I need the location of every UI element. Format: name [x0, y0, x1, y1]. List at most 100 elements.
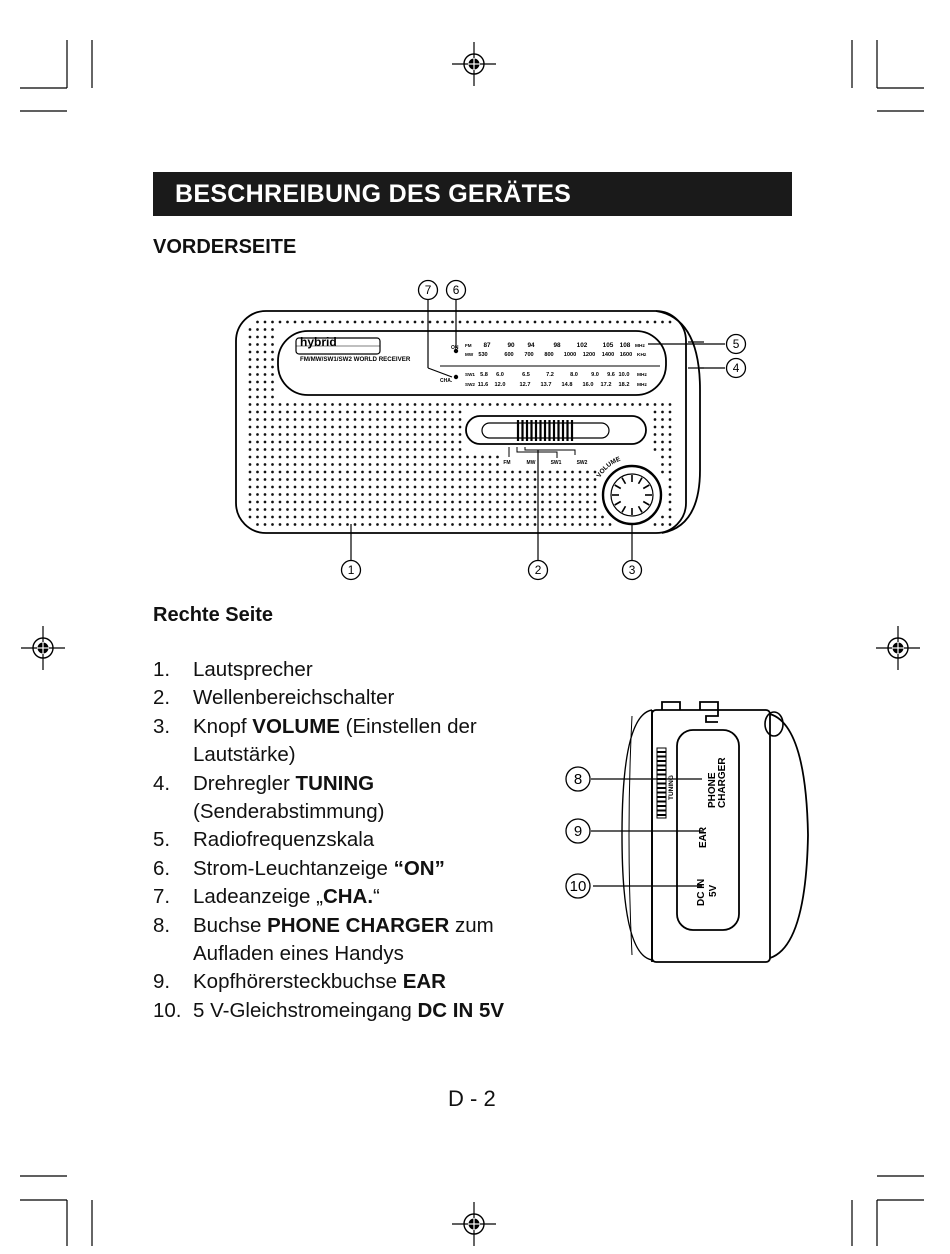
callout-number: 5: [733, 337, 740, 351]
radio-body-outline: [235, 310, 687, 534]
tuning-wheel: [657, 751, 666, 816]
feature-text: Strom-Leuchtanzeige “ON”: [193, 855, 553, 883]
dial-value: 9.6: [607, 372, 615, 378]
logo-text: hybrid: [300, 335, 337, 349]
dial-value: 90: [507, 342, 515, 349]
switch-position-sw1: SW1: [551, 460, 562, 466]
callout-circle: [565, 818, 591, 844]
callout-circle: [621, 559, 643, 581]
side-leader-lines: [591, 778, 702, 887]
callout-circle: [417, 279, 439, 301]
5v-label: 5V: [708, 884, 719, 897]
on-indicator-led: [453, 348, 459, 354]
dial-value: 87: [483, 342, 491, 349]
dial-value: 105: [603, 342, 614, 349]
band-switch-knob: [516, 420, 574, 441]
dial-value: 600: [504, 352, 513, 358]
front-leader-lines: [350, 299, 725, 560]
feature-number: 1.: [153, 658, 171, 681]
dial-value: 13.7: [541, 382, 552, 388]
page-number: D - 2: [448, 1086, 496, 1111]
dial-value: 16.0: [583, 382, 594, 388]
band-fm-label: FM: [465, 343, 472, 348]
feature-text-segment: 5 V-Gleichstromeingang: [193, 998, 418, 1022]
feature-text-segment: Buchse: [193, 913, 268, 937]
volume-knob-ticks: [612, 475, 652, 515]
callout-number: 8: [574, 771, 582, 788]
model-text: FM/MW/SW1/SW2 WORLD RECEIVER: [300, 356, 411, 363]
feature-item: 2. Wellenbereichschalter: [153, 684, 553, 712]
callout-circle: [527, 559, 549, 581]
dial-value: 800: [544, 352, 553, 358]
feature-number: 3.: [153, 714, 171, 738]
feature-text-segment: Lautsprecher: [193, 658, 313, 681]
dial-unit: MHz: [637, 372, 647, 378]
dial-value: 18.2: [619, 382, 630, 388]
feature-item: 9.Kopfhörersteckbuchse EAR: [153, 968, 553, 996]
dial-value: 108: [620, 342, 631, 349]
feature-text: 5 V-Gleichstromeingang DC IN 5V: [193, 997, 553, 1025]
feature-text-segment: Aufladen eines Handys: [193, 942, 404, 966]
dial-value: 6.0: [496, 372, 504, 378]
dial-value: 1400: [602, 352, 614, 358]
feature-text: Ladeanzeige „CHA.“: [193, 883, 553, 911]
feature-keyword: PHONE CHARGER: [267, 913, 450, 937]
switch-position-fm: FM: [503, 460, 510, 466]
feature-item: 1. Lautsprecher: [153, 656, 553, 684]
feature-number: 10.: [153, 998, 182, 1022]
dial-value: 9.0: [591, 372, 599, 378]
cha-label: CHA.: [440, 378, 453, 384]
feature-text: Wellenbereichschalter: [193, 684, 553, 712]
ear-label: EAR: [698, 826, 709, 848]
feature-text-segment: Wellenbereichschalter: [193, 686, 395, 710]
callout-circle: [725, 357, 747, 379]
callout-circle: [340, 559, 362, 581]
feature-item: 5.Radiofrequenzskala: [153, 826, 553, 854]
dial-value: 6.5: [522, 372, 530, 378]
dial-value: 7.2: [546, 372, 554, 378]
dial-value: 12.0: [495, 382, 506, 388]
dial-value: 14.8: [562, 382, 573, 388]
dial-unit: MHz: [637, 382, 647, 388]
dial-unit: KHz: [637, 352, 647, 358]
feature-number: 2.: [153, 686, 171, 710]
feature-number: 6.: [153, 856, 171, 880]
callout-number: 4: [733, 361, 740, 375]
feature-item: 7.Ladeanzeige „CHA.“: [153, 883, 553, 911]
feature-text-segment: zum: [449, 913, 494, 937]
feature-keyword: TUNING: [295, 771, 375, 795]
band-mw-label: MW: [465, 352, 474, 357]
callout-number: 9: [574, 823, 582, 840]
callout-circle: [725, 333, 747, 355]
dial-value: 17.2: [601, 382, 612, 388]
speaker-grille: [248, 320, 672, 526]
feature-text-segment: Kopfhörersteckbuchse: [193, 970, 403, 994]
callout-number: 6: [453, 283, 460, 297]
dial-value: 700: [524, 352, 533, 358]
feature-text-segment: Knopf: [193, 714, 253, 738]
feature-list: 1. Lautsprecher 2. Wellenbereichschalter 3. K…: [153, 656, 553, 1025]
feature-item: 4.Drehregler TUNING(Senderabstimmung): [153, 770, 553, 827]
feature-number: 9.: [153, 970, 171, 994]
radio-body-side: [655, 310, 701, 534]
feature-text-segment: Strom-Leuchtanzeige: [193, 856, 394, 880]
feature-text-segment: Drehregler: [193, 771, 296, 795]
tuning-label: TUNING: [668, 775, 675, 800]
dial-value: 5.8: [480, 372, 488, 378]
callout-number: 1: [348, 563, 355, 577]
feature-keyword: CHA.: [322, 885, 374, 909]
on-label: ON: [451, 345, 459, 351]
feature-text-segment: (Senderabstimmung): [193, 800, 385, 824]
switch-position-mw: MW: [527, 460, 536, 466]
dial-value: 12.7: [520, 382, 531, 388]
callout-circle: [565, 873, 591, 899]
feature-text: Lautsprecher: [193, 656, 553, 684]
